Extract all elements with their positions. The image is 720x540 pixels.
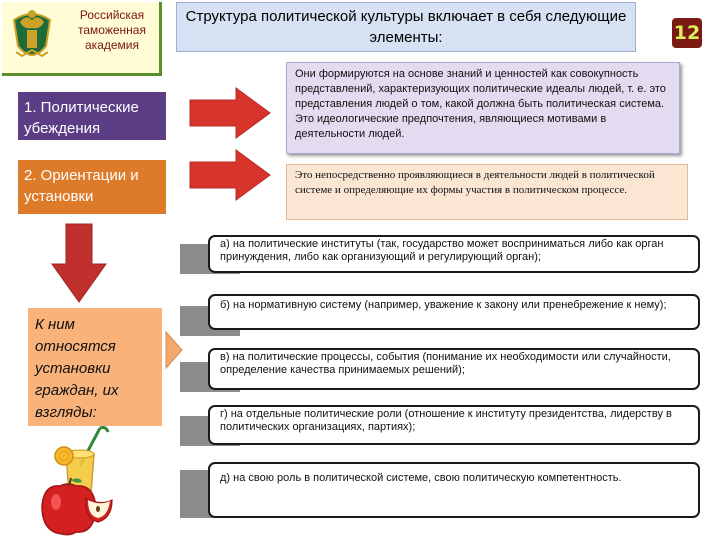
political-beliefs-label: 1. Политические убеждения — [18, 92, 166, 140]
list-item: б) на нормативную систему (например, ува… — [208, 294, 700, 330]
orientations-label: 2. Ориентации и установки — [18, 160, 166, 214]
right-arrow-icon — [189, 87, 271, 139]
academy-logo-box: Российская таможенная академия — [2, 2, 162, 76]
attitudes-label: К ним относятся установки граждан, их вз… — [28, 308, 162, 426]
list-item: в) на политические процессы, события (по… — [208, 348, 700, 390]
apple-slice-icon — [85, 497, 113, 523]
small-right-arrow-icon — [165, 330, 183, 370]
list-item: д) на свою роль в политической системе, … — [208, 462, 700, 518]
academy-name: Российская таможенная академия — [78, 8, 146, 52]
slide-title: Структура политической культуры включает… — [176, 2, 636, 52]
right-arrow-icon — [189, 149, 271, 201]
apple-icon — [41, 477, 97, 536]
list-item: г) на отдельные политические роли (отнош… — [208, 405, 700, 445]
coat-of-arms-icon — [12, 10, 52, 58]
beliefs-description: Они формируются на основе знаний и ценно… — [286, 62, 680, 154]
orientations-description: Это непосредственно проявляющиеся в деят… — [286, 164, 688, 220]
list-item: а) на политические институты (так, госуд… — [208, 235, 700, 273]
down-arrow-icon — [51, 223, 107, 303]
slide-number-badge: 12 — [672, 18, 702, 48]
